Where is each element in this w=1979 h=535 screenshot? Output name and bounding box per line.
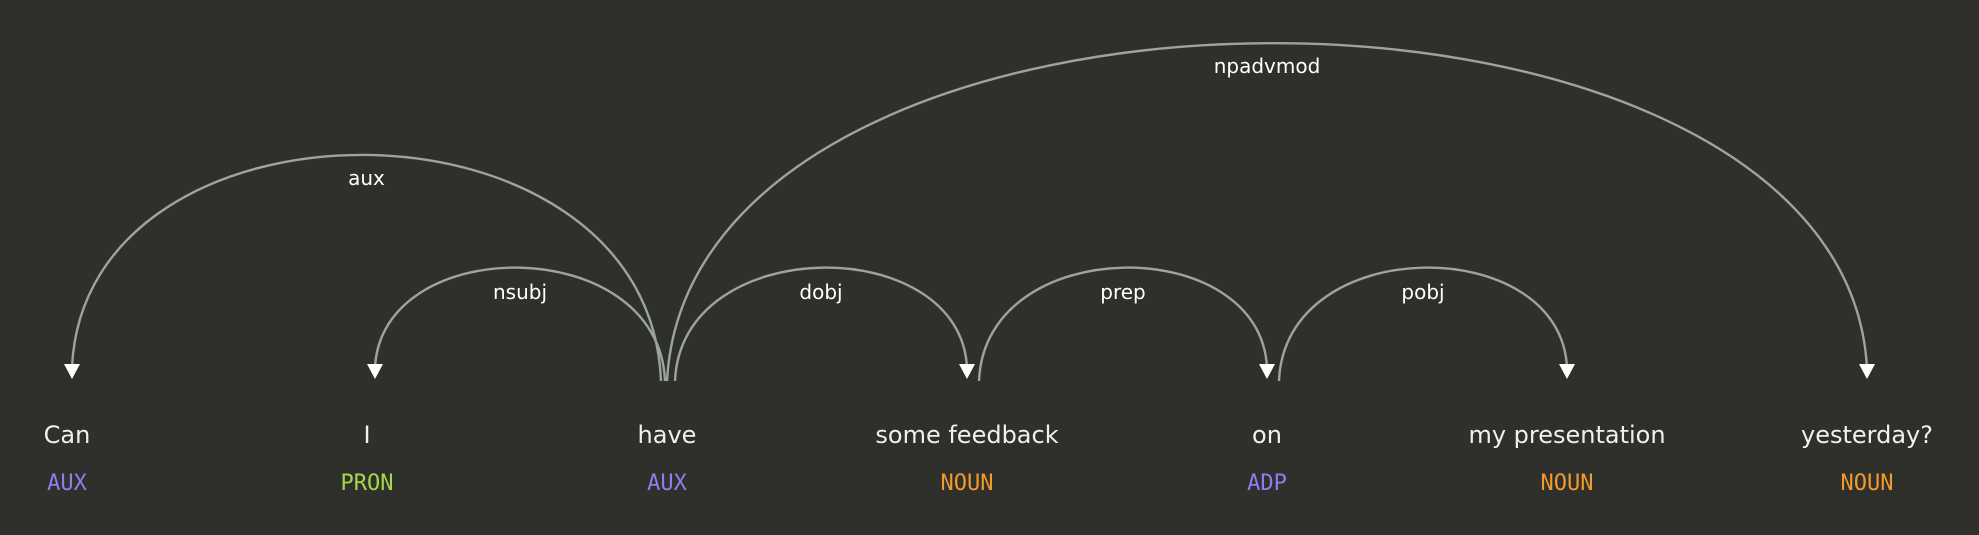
arc-aux: aux	[64, 153, 663, 382]
arc-line-dobj	[673, 266, 969, 382]
token-word: some feedback	[875, 421, 1058, 449]
arc-line-npadvmod	[665, 42, 1869, 382]
token-word: I	[363, 421, 370, 449]
arc-nsubj: nsubj	[367, 266, 667, 382]
arc-label-aux: aux	[348, 166, 385, 190]
arc-prep: prep	[977, 266, 1275, 382]
arrowhead-icon	[1559, 364, 1575, 379]
token: yesterday? NOUN	[1801, 421, 1933, 496]
token-pos-tag: ADP	[1247, 471, 1287, 496]
arcs-layer: aux nsubj dobj prep pobj npadvmod	[64, 42, 1875, 382]
arc-line-aux	[70, 153, 663, 382]
arrowhead-icon	[64, 364, 80, 379]
arrowhead-icon	[367, 364, 383, 379]
arrowhead-icon	[959, 364, 975, 379]
arc-pobj: pobj	[1277, 266, 1575, 382]
arc-label-pobj: pobj	[1401, 280, 1444, 304]
arc-label-nsubj: nsubj	[493, 280, 547, 304]
arc-line-pobj	[1277, 266, 1569, 382]
token-pos-tag: NOUN	[1541, 471, 1594, 496]
arc-label-prep: prep	[1100, 280, 1145, 304]
token-word: my presentation	[1468, 421, 1665, 449]
arrowhead-icon	[1859, 364, 1875, 379]
token-word: Can	[44, 421, 91, 449]
token-pos-tag: NOUN	[941, 471, 994, 496]
token-word: have	[638, 421, 697, 449]
arc-line-prep	[977, 266, 1269, 382]
token-word: yesterday?	[1801, 421, 1933, 449]
arc-label-dobj: dobj	[799, 280, 842, 304]
arc-label-npadvmod: npadvmod	[1214, 54, 1321, 78]
token-pos-tag: AUX	[47, 471, 87, 496]
token-pos-tag: AUX	[647, 471, 687, 496]
arc-npadvmod: npadvmod	[665, 42, 1875, 382]
token-word: on	[1252, 421, 1282, 449]
token: I PRON	[341, 421, 394, 496]
token-pos-tag: PRON	[341, 471, 394, 496]
arc-dobj: dobj	[673, 266, 975, 382]
arrowhead-icon	[1259, 364, 1275, 379]
arc-line-nsubj	[373, 266, 667, 382]
token-pos-tag: NOUN	[1841, 471, 1894, 496]
